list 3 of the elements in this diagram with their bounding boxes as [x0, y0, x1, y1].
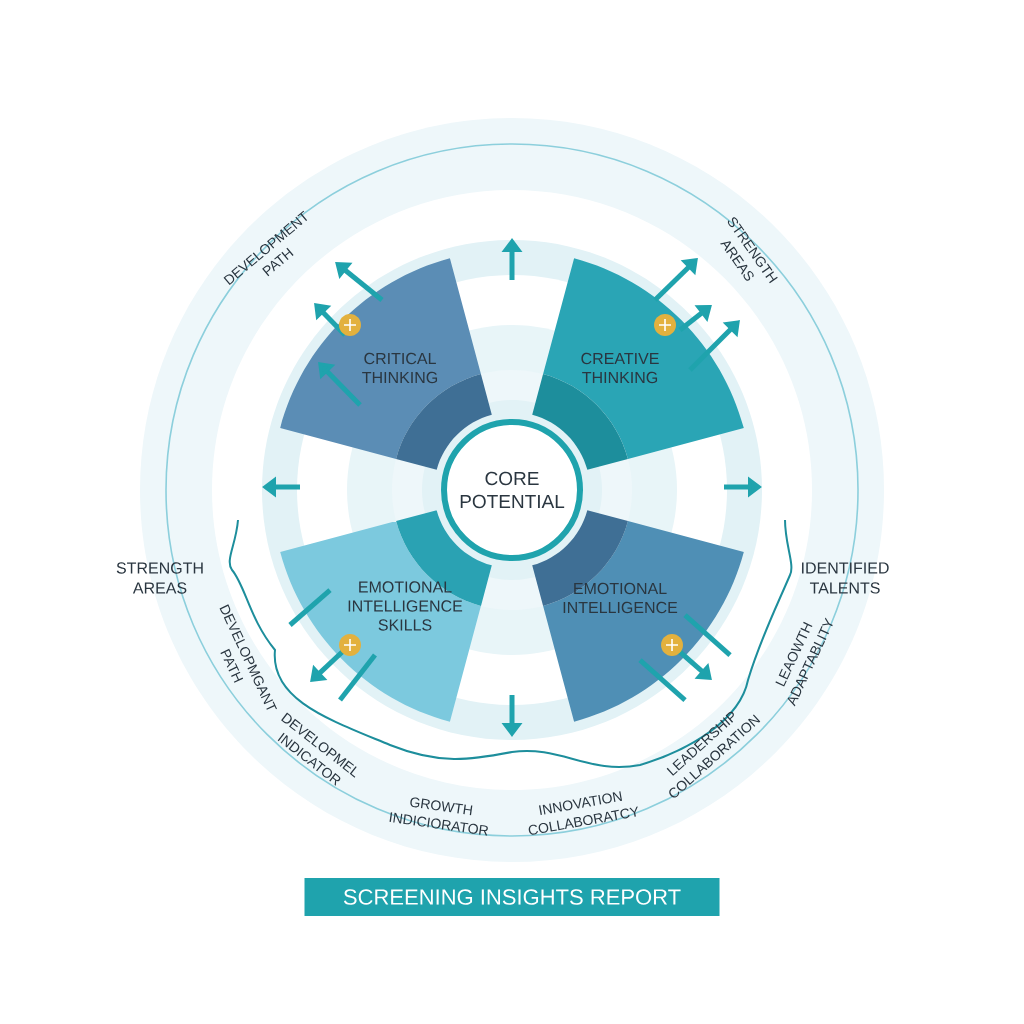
area-label: IDENTIFIED TALENTS	[802, 562, 889, 594]
title-banner: SCREENING INSIGHTS REPORT	[304, 878, 720, 916]
area-label: STRENGTH AREAS	[116, 562, 203, 594]
